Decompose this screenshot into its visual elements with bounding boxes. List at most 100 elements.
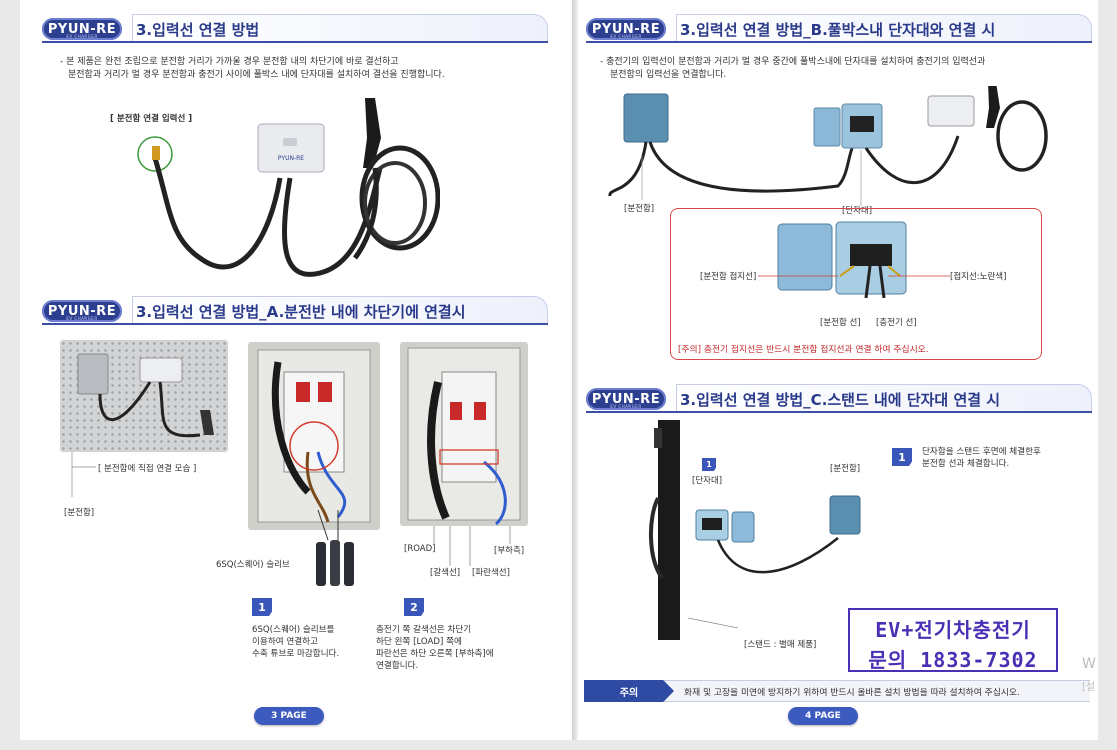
charger-unit [928, 96, 974, 126]
direct-connection-photo [60, 340, 228, 452]
charger-brand: PYUN-RE [278, 155, 304, 162]
direct-connection-caption: [ 분전함에 직접 연결 모습 ] [98, 462, 196, 474]
sleeve-label: 6SQ(스퀘어) 슬리브 [216, 558, 290, 570]
caption-leader [70, 452, 98, 502]
brand-logo: PYUN-REEV CHARGER [42, 300, 122, 322]
pullbox-diagram [598, 86, 1088, 216]
cable [610, 142, 646, 196]
stand-label: [스탠드 : 별매 제품] [744, 638, 816, 650]
step2-line: 파란선은 하단 오른쪽 [부하측]에 [376, 648, 494, 660]
stand-panel-label: [분전함] [830, 462, 860, 474]
step2-line: 연결합니다. [376, 660, 494, 672]
breaker-photo-2-art [400, 342, 528, 526]
ad-line-2: 문의 1833-7302 [850, 644, 1056, 673]
cable [718, 538, 838, 572]
yellow-ground-label: [접지선:노란색] [950, 270, 1006, 282]
stand-terminal-label: [단자대] [692, 474, 722, 486]
input-cable [155, 158, 280, 267]
header-underline [586, 41, 1092, 43]
sleeve-illustration [308, 510, 368, 590]
ground-leaders [758, 270, 958, 282]
stand-pole [658, 420, 680, 640]
ad-line-1: EV+전기차충전기 [850, 614, 1056, 643]
cable [160, 382, 200, 436]
sleeve [344, 542, 354, 586]
panel-box-c [828, 490, 868, 540]
section1-desc-line2: 분전함과 거리가 멀 경우 분전함과 충전기 사이에 풀박스 내에 단자대를 설… [68, 69, 445, 82]
section-b-header: PYUN-REEV CHARGER 3.입력선 연결 방법_B.풀박스내 단자대… [586, 12, 1092, 46]
caution-note-bar: 주의 화재 및 고장을 미연에 방지하기 위하여 반드시 올바른 설치 방법을 … [584, 680, 1090, 702]
stand-illustration [628, 418, 858, 668]
panel-ground-label: [분전함 접지선] [700, 270, 756, 282]
step2-text: 충전기 쪽 갈색선은 차단기 하단 왼쪽 [LOAD] 쪽에 파란선은 하단 오… [376, 624, 494, 672]
section-c-step-badge: 1 [892, 448, 912, 466]
stand-cap [654, 428, 662, 448]
charger-line-label: [충전기 선] [876, 316, 917, 328]
label-leaders [420, 526, 520, 568]
breaker-switch [318, 382, 332, 402]
header-underline [586, 411, 1092, 413]
sleeve [330, 540, 340, 586]
direct-photo-art [60, 340, 228, 452]
step1-badge: 1 [252, 598, 272, 616]
charger-box [140, 358, 182, 382]
panel-box [624, 94, 668, 142]
step2-line: 충전기 쪽 갈색선은 차단기 [376, 624, 494, 636]
terminal-block [702, 518, 722, 530]
header-underline [42, 41, 548, 43]
breaker-photo-2 [400, 342, 528, 526]
section-b-title: 3.입력선 연결 방법_B.풀박스내 단자대와 연결 시 [680, 19, 995, 40]
contact-ad-box: EV+전기차충전기 문의 1833-7302 [848, 608, 1058, 672]
wire-ends [152, 146, 160, 160]
breaker-photo-1 [248, 342, 380, 530]
panel-caption: [분전함] [64, 506, 94, 518]
page-number-4: 4 PAGE [788, 707, 858, 725]
section-b-desc-line2: 분전함의 입력선을 연결합니다. [610, 69, 726, 82]
terminal-lid [732, 512, 754, 542]
terminal-block [850, 116, 874, 132]
breaker-switch [450, 402, 462, 420]
breaker-photo-art [248, 342, 380, 530]
section-b-desc-line1: - 충전기의 입력선이 분전함과 거리가 멀 경우 중간에 풀박스내에 단자대를… [600, 56, 985, 69]
watermark-letter: W [1082, 656, 1096, 672]
step2-line: 하단 왼쪽 [LOAD] 쪽에 [376, 636, 494, 648]
section1-title: 3.입력선 연결 방법 [136, 19, 259, 40]
note-tag: 주의 [584, 680, 674, 702]
cable [650, 142, 853, 191]
charger-gun [200, 410, 214, 435]
panel-label: [분전함] [624, 202, 654, 214]
terminal-block [850, 244, 892, 266]
page-number-3: 3 PAGE [254, 707, 324, 725]
step2-badge: 2 [404, 598, 424, 616]
section-c-step-line: 단자함을 스탠드 후면에 체결한후 [922, 446, 1041, 458]
step1-line: 6SQ(스퀘어) 슬리브를 [252, 624, 339, 636]
note-text: 화재 및 고장을 미연에 방지하기 위하여 반드시 올바른 설치 방법을 따라 … [684, 685, 1020, 698]
step1-line: 이용하여 연결하고 [252, 636, 339, 648]
breaker-switch [474, 402, 486, 420]
charger-illustration: PYUN-RE [130, 88, 440, 298]
breaker-switch [296, 382, 310, 402]
watermark-bracket: [설 [1082, 678, 1095, 693]
sleeve [316, 542, 326, 586]
section-c-step-line: 분전함 선과 체결합니다. [922, 458, 1041, 470]
cable-coil [998, 102, 1046, 170]
section1-desc-line1: - 본 제품은 완전 조립으로 분전함 거리가 가까울 경우 분전함 내의 차단… [60, 56, 399, 69]
caution-text: [주의] 충전기 접지선은 반드시 분전함 접지선과 연결 하여 주십시오. [678, 342, 929, 355]
charger-gun [986, 86, 1000, 128]
section-c-step-text: 단자함을 스탠드 후면에 체결한후 분전함 선과 체결합니다. [922, 446, 1041, 470]
section2-title: 3.입력선 연결 방법_A.분전반 내에 차단기에 연결시 [136, 301, 466, 322]
panel-line-label: [분전함 선] [820, 316, 861, 328]
step1-line: 수축 튜브로 마감합니다. [252, 648, 339, 660]
pullbox-lid [814, 108, 840, 146]
section-c-title: 3.입력선 연결 방법_C.스탠드 내에 단자대 연결 시 [680, 389, 1000, 410]
header-underline [42, 323, 548, 325]
terminal-detail-art [770, 220, 920, 300]
